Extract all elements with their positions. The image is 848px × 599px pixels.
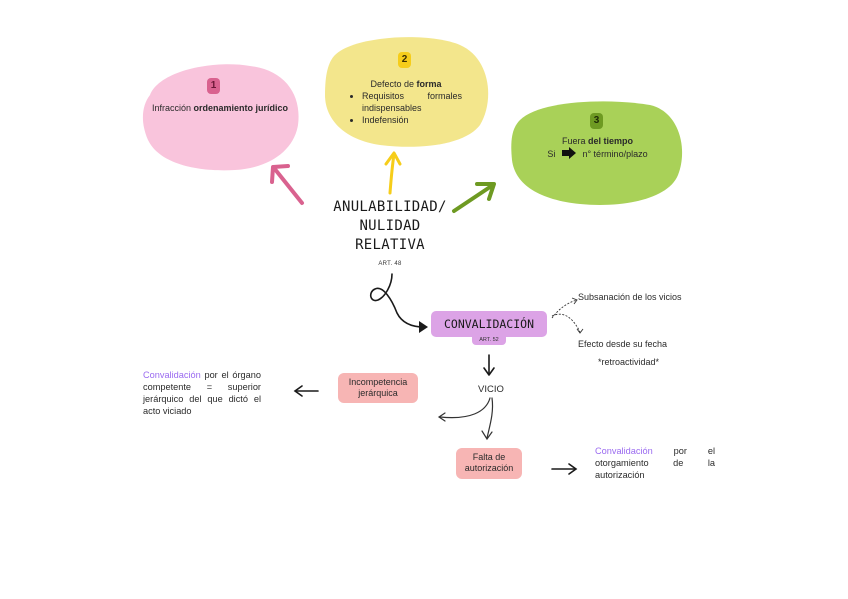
cause-1-text-plain: Infracción xyxy=(151,103,194,113)
effect-desde-fecha: Efecto desde su fecha xyxy=(578,339,668,349)
right-arrow-icon xyxy=(561,147,576,162)
falta-autorizacion-result: Convalidación por el otorgamiento de la … xyxy=(595,445,715,481)
falta-result-highlight: Convalidación xyxy=(595,446,653,456)
arrow-to-subsanacion xyxy=(551,297,578,319)
falta-result-text: por el otorgamiento de la autorización xyxy=(595,446,715,480)
incompetencia-result-highlight: Convalidación xyxy=(143,370,201,380)
cause-3-title-bold: del tiempo xyxy=(588,136,634,146)
cause-1-badge: 1 xyxy=(207,78,220,94)
cause-1-blob xyxy=(142,64,299,171)
center-title-line: ANULABILIDAD/ xyxy=(333,199,447,215)
effect-retroactividad: *retroactividad* xyxy=(598,357,660,367)
incompetencia-result: Convalidación por el órgano competente =… xyxy=(143,369,261,417)
cause-2-title-bold: forma xyxy=(416,79,442,89)
arrow-to-vicio xyxy=(483,354,495,376)
cause-3-title: Fuera del tiempo xyxy=(525,135,670,147)
cause-3-title-plain: Fuera xyxy=(561,136,588,146)
cause-3-badge: 3 xyxy=(590,113,603,129)
arrow-to-falta-result xyxy=(551,463,578,475)
center-title-line: NULIDAD xyxy=(359,218,421,234)
arrow-to-cause-2 xyxy=(384,151,402,195)
arrow-vicio-to-incompetencia xyxy=(437,397,491,422)
cause-3-text: Fuera del tiempo Si n° término/plazo xyxy=(525,135,670,162)
cause-3-blob xyxy=(511,101,683,205)
cause-1-text: Infracción ordenamiento jurídico xyxy=(150,102,290,114)
cause-2-title-plain: Defecto de xyxy=(370,79,417,89)
cause-3-line: Si n° término/plazo xyxy=(525,147,670,162)
arrow-to-cause-1 xyxy=(270,164,304,205)
cause-2-bullet: Indefensión xyxy=(362,114,462,126)
incompetencia-result-text: por el órgano competente = superior jerá… xyxy=(143,370,261,416)
incompetencia-box: Incompetencia jerárquica xyxy=(338,373,418,403)
cause-2-text: Defecto de forma Requisitos formales ind… xyxy=(350,78,462,126)
arrow-to-cause-3 xyxy=(452,182,496,213)
cause-2-badge: 2 xyxy=(398,52,411,68)
center-title: ANULABILIDAD/ NULIDAD RELATIVA ART. 48 xyxy=(320,198,460,274)
cause-2-title: Defecto de forma xyxy=(350,78,462,90)
vicio-label: VICIO xyxy=(478,384,504,395)
cause-3-line-suffix: n° término/plazo xyxy=(582,148,648,159)
arrow-vicio-to-falta xyxy=(481,397,494,441)
center-title-line: RELATIVA xyxy=(355,237,425,253)
effect-subsanacion: Subsanación de los vicios xyxy=(578,292,682,302)
arrow-to-efecto xyxy=(551,313,584,334)
falta-autorizacion-box: Falta de autorización xyxy=(456,448,522,479)
cause-3-line-prefix: Si xyxy=(547,148,556,159)
cause-2-blob xyxy=(325,37,489,147)
cause-2-bullets: Requisitos formales indispensables Indef… xyxy=(350,90,462,126)
convalidacion-box: CONVALIDACIÓN xyxy=(431,311,547,337)
cause-1-text-bold: ordenamiento jurídico xyxy=(193,103,289,113)
arrow-to-convalidacion xyxy=(369,273,428,333)
arrow-to-incompetencia-result xyxy=(293,385,319,397)
center-article: ART. 48 xyxy=(378,261,402,267)
cause-2-bullet: Requisitos formales indispensables xyxy=(362,90,462,114)
convalidacion-article: ART. 52 xyxy=(472,336,506,345)
